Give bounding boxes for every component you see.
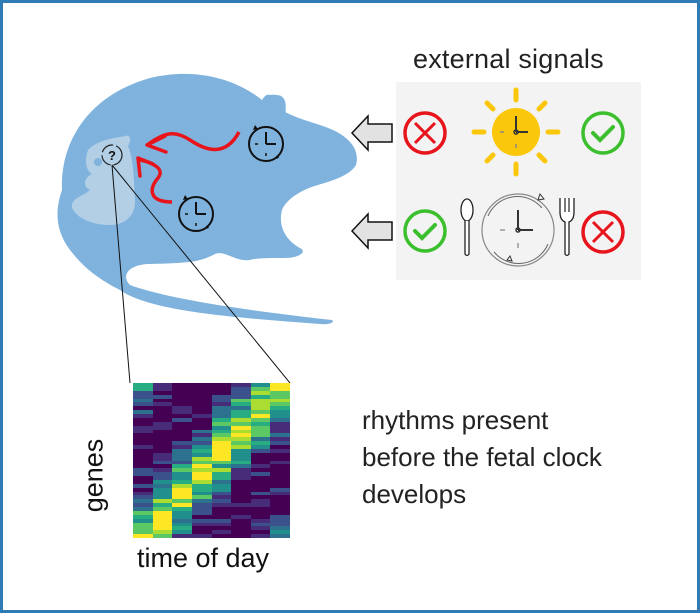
maternal-clock-icon-1 [248, 125, 284, 162]
gene-expression-heatmap [133, 383, 290, 538]
heatmap-column [152, 383, 173, 538]
sun-clock-icon [471, 87, 561, 177]
signal-arrow-light [350, 114, 393, 152]
heatmap-x-label: time of day [137, 543, 270, 573]
heatmap-y-label: genes [78, 438, 109, 513]
caption-line-1: rhythms present [362, 405, 549, 435]
heatmap-column [270, 383, 290, 538]
heatmap-column [172, 383, 192, 538]
fork-icon [559, 198, 575, 257]
caption-line-2: before the fetal clock [362, 442, 602, 472]
fetus-silhouette [71, 135, 136, 225]
heatmap-column [250, 383, 271, 538]
cross-icon-light-maternal [403, 111, 447, 155]
heatmap-column [231, 383, 251, 538]
heatmap-column [191, 383, 212, 538]
heatmap-column [133, 383, 153, 538]
fetal-clock-question: ? [108, 148, 116, 163]
fetal-clock-icon: ? [101, 144, 123, 166]
plate-clock-icon [481, 192, 555, 267]
caption-line-3: develops [362, 479, 467, 509]
caption: rhythms present before the fetal clock d… [362, 402, 602, 513]
signal-arrow-feeding [350, 212, 393, 250]
maternal-clock-icon-2 [178, 195, 214, 232]
external-signals-title: external signals [413, 44, 604, 74]
heatmap-column [211, 383, 232, 538]
cross-icon-feeding-fetal [581, 210, 625, 254]
check-icon-light-fetal [581, 111, 625, 155]
check-icon-feeding-maternal [403, 209, 447, 253]
spoon-icon [460, 198, 474, 257]
